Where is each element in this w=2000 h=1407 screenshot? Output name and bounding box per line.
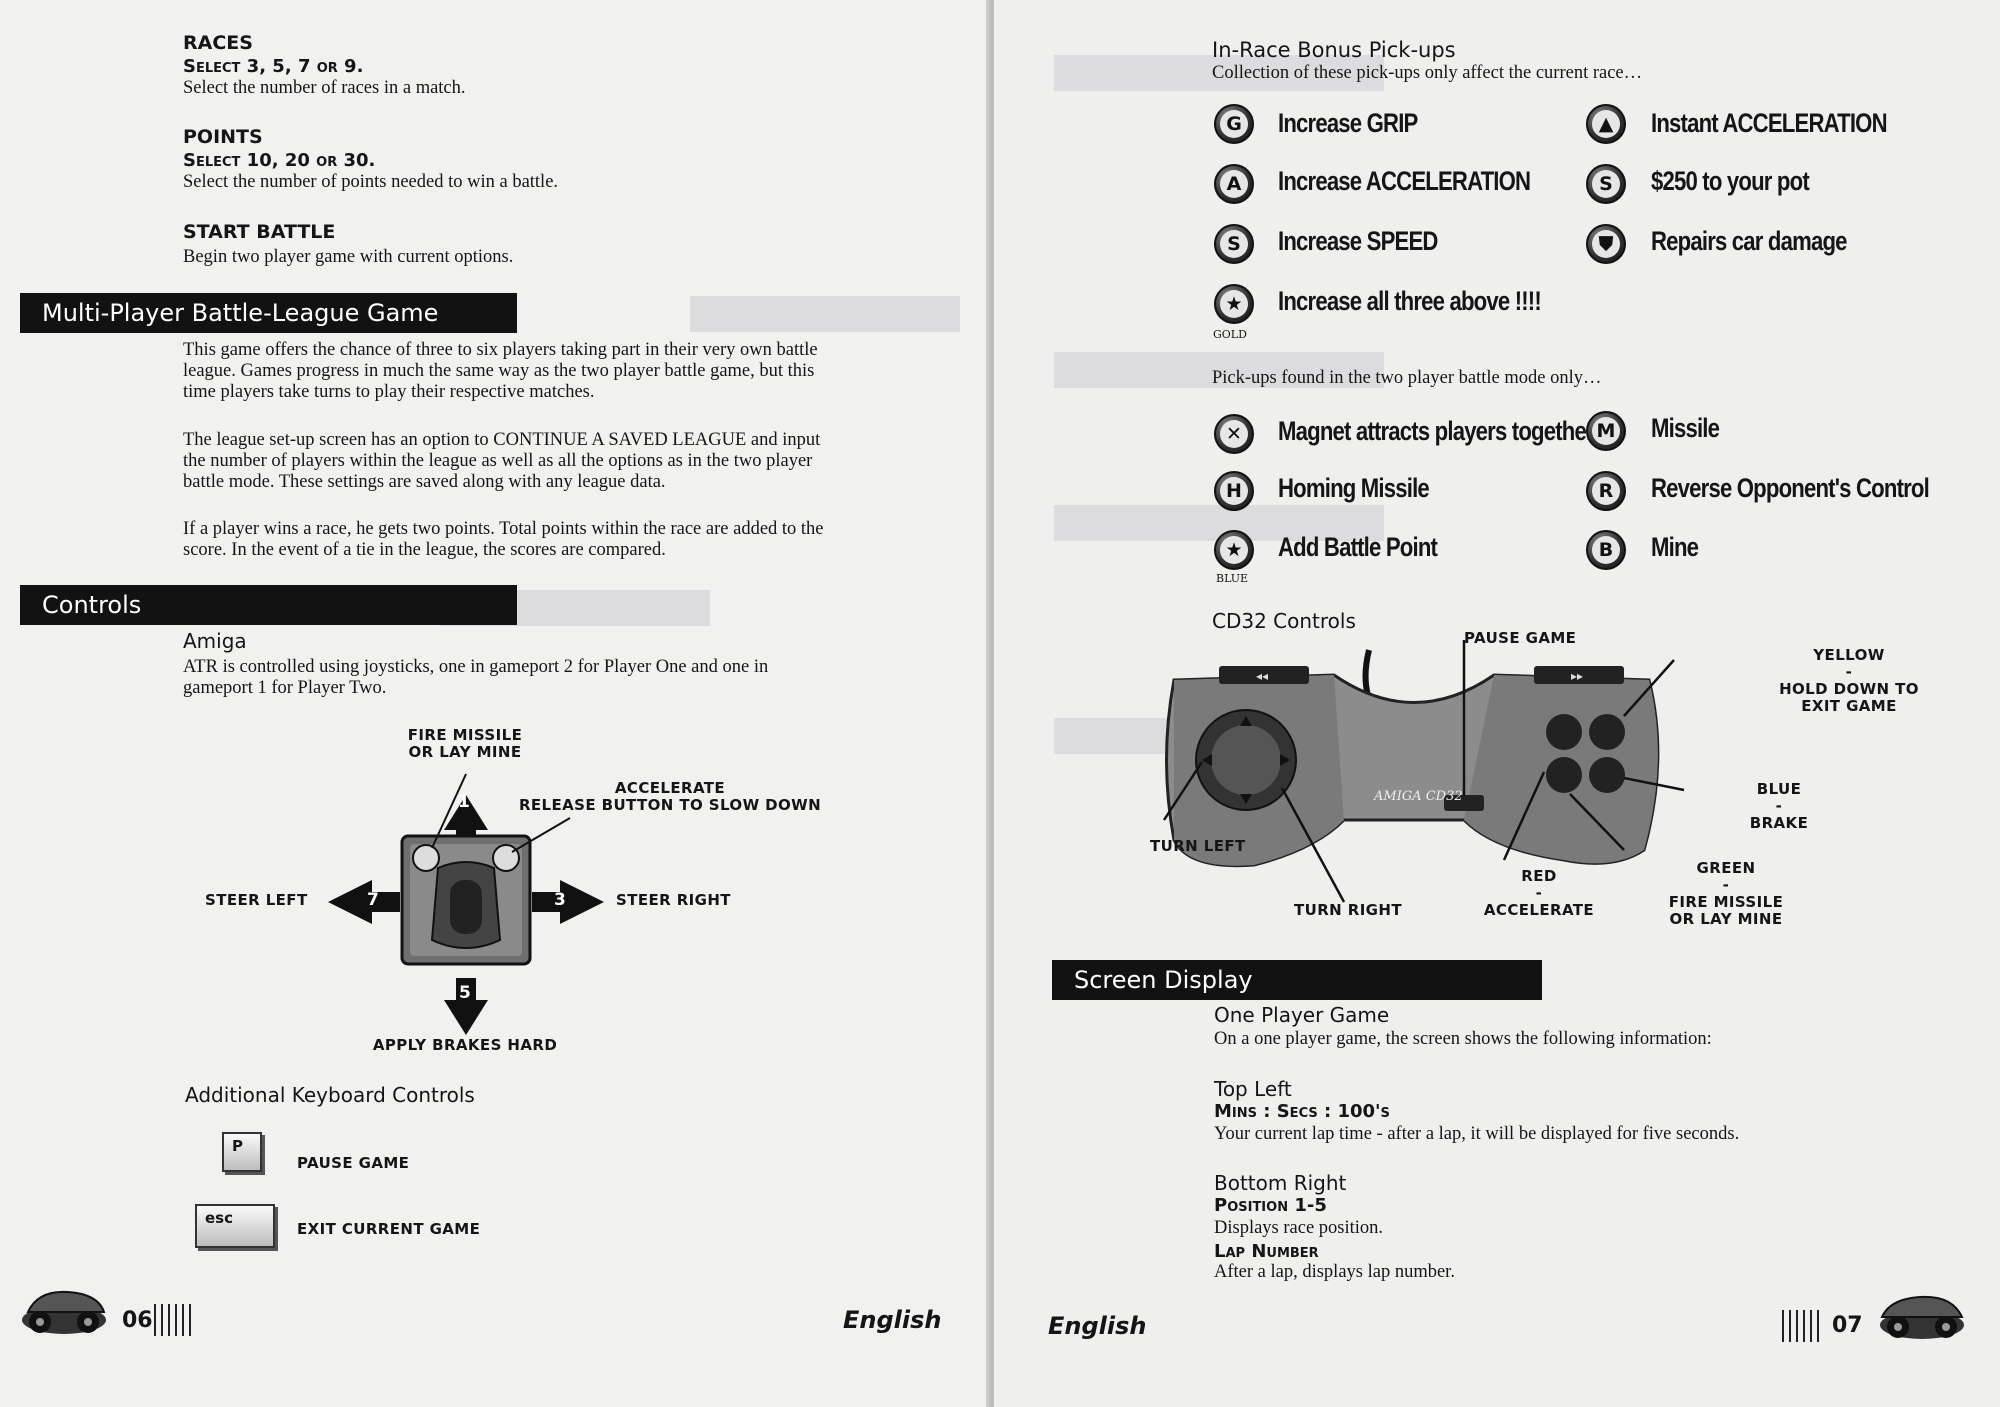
dollar-pickup-label: $250 to your pot — [1651, 166, 1810, 196]
points-select: Select 10, 20 or 30. — [183, 150, 376, 171]
start-battle-title: START BATTLE — [183, 221, 336, 243]
amiga-desc: ATR is controlled using joysticks, one i… — [183, 657, 769, 698]
points-title: POINTS — [183, 126, 263, 148]
svg-text:◂◂: ◂◂ — [1256, 669, 1268, 683]
pause-game-cd32-label: PAUSE GAME — [1464, 629, 1577, 647]
direction-7: 7 — [367, 890, 379, 910]
missile-pickup-icon: M — [1586, 411, 1626, 451]
yellow-button-label: YELLOW - HOLD DOWN TO EXIT GAME — [1779, 646, 1919, 715]
repair-pickup-label: Repairs car damage — [1651, 226, 1848, 256]
bleed-through-bar — [690, 296, 960, 332]
blue-tag: BLUE — [1216, 572, 1249, 585]
pause-game-label: PAUSE GAME — [297, 1154, 410, 1172]
fire-missile-label: FIRE MISSILE OR LAY MINE — [407, 726, 523, 761]
gold-tag: GOLD — [1213, 328, 1247, 341]
top-left-title: Top Left — [1214, 1077, 1292, 1101]
instant-acceleration-label: Instant ACCELERATION — [1651, 108, 1888, 138]
homing-pickup-icon: H — [1214, 471, 1254, 511]
direction-5: 5 — [459, 983, 471, 1003]
esc-key-icon: esc — [195, 1204, 275, 1248]
dollar-pickup-icon: S — [1586, 164, 1626, 204]
races-title: RACES — [183, 32, 253, 54]
multi-player-para-3: If a player wins a race, he gets two poi… — [183, 519, 824, 560]
screen-display-heading: Screen Display — [1052, 960, 1542, 1000]
races-select: Select 3, 5, 7 or 9. — [183, 56, 364, 77]
steer-right-label: STEER RIGHT — [616, 891, 731, 909]
reverse-pickup-icon: R — [1586, 471, 1626, 511]
p-key-icon: P — [222, 1132, 262, 1172]
bleed-through-bar — [1054, 352, 1384, 388]
grip-pickup-label: Increase GRIP — [1278, 108, 1418, 138]
missile-pickup-label: Missile — [1651, 413, 1720, 443]
footer-language: English — [1048, 1312, 1147, 1340]
left-page: RACES Select 3, 5, 7 or 9. Select the nu… — [0, 0, 990, 1407]
page-ticks — [154, 1304, 196, 1336]
amiga-title: Amiga — [183, 629, 247, 653]
multi-player-para-2: The league set-up screen has an option t… — [183, 430, 821, 492]
exit-game-label: EXIT CURRENT GAME — [297, 1220, 481, 1238]
footer-language: English — [843, 1306, 942, 1334]
green-button-label: GREEN - FIRE MISSILE OR LAY MINE — [1668, 859, 1784, 928]
cd32-gamepad-diagram: ◂◂ ▸▸ AMIGA CD32 — [1162, 640, 1685, 903]
page-number: 07 — [1832, 1313, 1863, 1338]
battle-point-pickup-label: Add Battle Point — [1278, 532, 1438, 562]
races-desc: Select the number of races in a match. — [183, 78, 466, 98]
steer-left-label: STEER LEFT — [205, 891, 308, 909]
lap-number-subtitle: Lap Number — [1214, 1241, 1319, 1262]
right-page: In-Race Bonus Pick-ups Collection of the… — [994, 0, 2000, 1407]
position-desc: Displays race position. — [1214, 1218, 1384, 1238]
grip-pickup-icon: G — [1214, 104, 1254, 144]
position-subtitle: Position 1-5 — [1214, 1195, 1327, 1216]
pickups-title: In-Race Bonus Pick-ups — [1212, 38, 1456, 62]
top-left-desc: Your current lap time - after a lap, it … — [1214, 1124, 1740, 1144]
keyboard-title: Additional Keyboard Controls — [185, 1083, 475, 1107]
multi-player-heading: Multi-Player Battle-League Game — [20, 293, 517, 333]
turn-left-label: TURN LEFT — [1150, 837, 1246, 855]
magnet-pickup-icon: ✕ — [1214, 414, 1254, 454]
magnet-pickup-label: Magnet attracts players together — [1278, 416, 1595, 446]
homing-pickup-label: Homing Missile — [1278, 473, 1430, 503]
speed-pickup-label: Increase SPEED — [1278, 226, 1438, 256]
accelerate-label: ACCELERATE RELEASE BUTTON TO SLOW DOWN — [518, 779, 822, 814]
blue-star-pickup-icon: ★ — [1214, 530, 1254, 570]
top-left-subtitle: Mins : Secs : 100's — [1214, 1101, 1390, 1122]
cd32-brand: AMIGA CD32 — [1373, 789, 1463, 804]
bleed-through-bar — [1054, 55, 1384, 91]
repair-shield-icon: ⛊ — [1586, 224, 1626, 264]
acceleration-pickup-icon: A — [1214, 164, 1254, 204]
mine-pickup-icon: B — [1586, 530, 1626, 570]
one-player-title: One Player Game — [1214, 1003, 1390, 1027]
page-ticks — [1782, 1310, 1824, 1342]
battle-pickups-subtitle: Pick-ups found in the two player battle … — [1212, 368, 1602, 388]
joystick-diagram — [328, 773, 604, 1035]
instant-acceleration-arrow-icon: ▲ — [1586, 104, 1626, 144]
acceleration-pickup-label: Increase ACCELERATION — [1278, 166, 1531, 196]
one-player-desc: On a one player game, the screen shows t… — [1214, 1029, 1712, 1049]
controls-heading: Controls — [20, 585, 517, 625]
reverse-pickup-label: Reverse Opponent's Control — [1651, 473, 1930, 503]
blue-button-label: BLUE - BRAKE — [1749, 780, 1809, 832]
direction-3: 3 — [554, 890, 566, 910]
svg-text:▸▸: ▸▸ — [1571, 669, 1583, 683]
page-number: 06 — [122, 1308, 153, 1333]
pickups-subtitle: Collection of these pick-ups only affect… — [1212, 63, 1643, 83]
lap-number-desc: After a lap, displays lap number. — [1214, 1262, 1455, 1282]
buggy-icon — [22, 1290, 106, 1334]
cd32-title: CD32 Controls — [1212, 609, 1356, 633]
buggy-icon — [1880, 1295, 1964, 1339]
speed-pickup-icon: S — [1214, 224, 1254, 264]
gold-pickup-label: Increase all three above !!!! — [1278, 286, 1542, 316]
multi-player-para-1: This game offers the chance of three to … — [183, 340, 818, 402]
direction-1: 1 — [458, 792, 470, 812]
apply-brakes-label: APPLY BRAKES HARD — [372, 1036, 558, 1054]
points-desc: Select the number of points needed to wi… — [183, 172, 559, 192]
mine-pickup-label: Mine — [1651, 532, 1699, 562]
red-button-label: RED - ACCELERATE — [1483, 867, 1595, 919]
bottom-right-title: Bottom Right — [1214, 1171, 1347, 1195]
turn-right-label: TURN RIGHT — [1294, 901, 1402, 919]
start-battle-desc: Begin two player game with current optio… — [183, 247, 514, 267]
gold-star-pickup-icon: ★ — [1214, 284, 1254, 324]
